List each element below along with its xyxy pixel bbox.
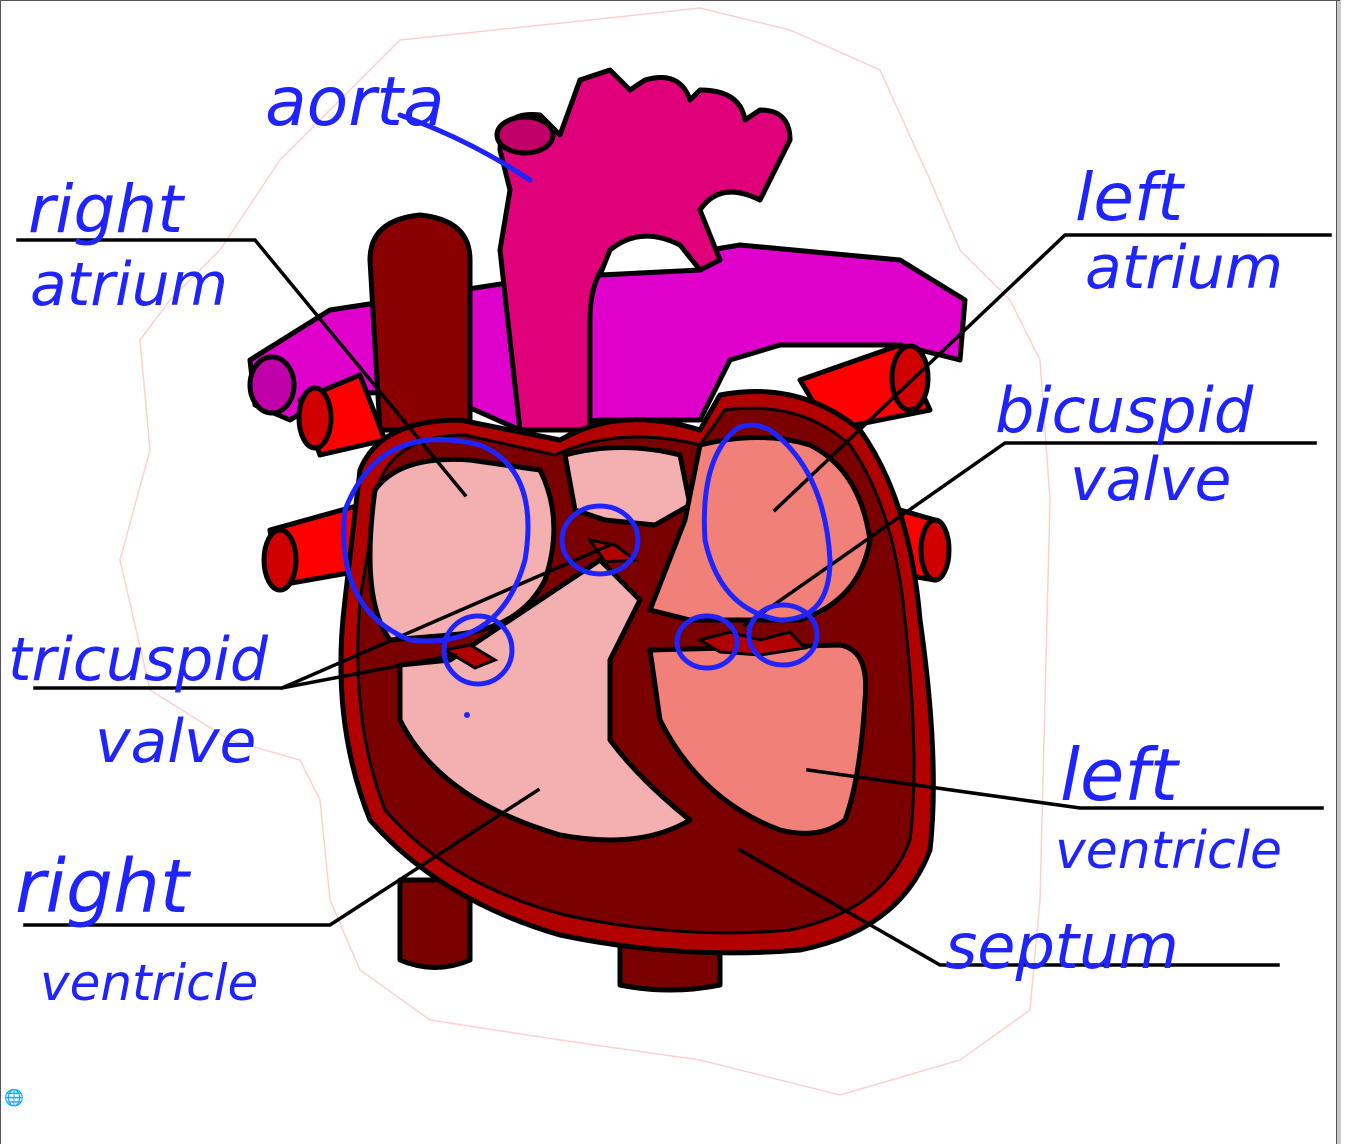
label-left-atrium-line2: atrium (1085, 233, 1283, 303)
pulmonary-artery-opening (250, 357, 294, 413)
label-right-ventricle-line2: ventricle (40, 954, 258, 1012)
label-left-ventricle-line2: ventricle (1055, 821, 1282, 881)
label-tricuspid-line1: tricuspid (8, 625, 269, 695)
label-left-ventricle-line1: left (1060, 733, 1181, 817)
label-bicuspid-line1: bicuspid (995, 374, 1254, 447)
label-bicuspid-line2: valve (1070, 445, 1231, 515)
globe-icon[interactable]: 🌐 (4, 1088, 24, 1108)
label-septum: septum (945, 910, 1179, 983)
label-right-atrium-line1: right (28, 171, 185, 248)
aorta-branch-opening (497, 117, 553, 153)
heart-illustration (250, 70, 965, 990)
label-aorta: aorta (265, 63, 445, 142)
vein-opening-3 (892, 346, 928, 410)
label-right-ventricle-line1: right (15, 844, 192, 930)
vein-opening-1 (299, 388, 331, 448)
ink-dot (464, 712, 470, 718)
label-right-atrium-line2: atrium (30, 250, 228, 320)
label-tricuspid-line2: valve (95, 707, 256, 777)
vein-opening-4 (921, 520, 949, 580)
vein-opening-2 (264, 530, 296, 590)
label-left-atrium-line1: left (1075, 159, 1185, 236)
